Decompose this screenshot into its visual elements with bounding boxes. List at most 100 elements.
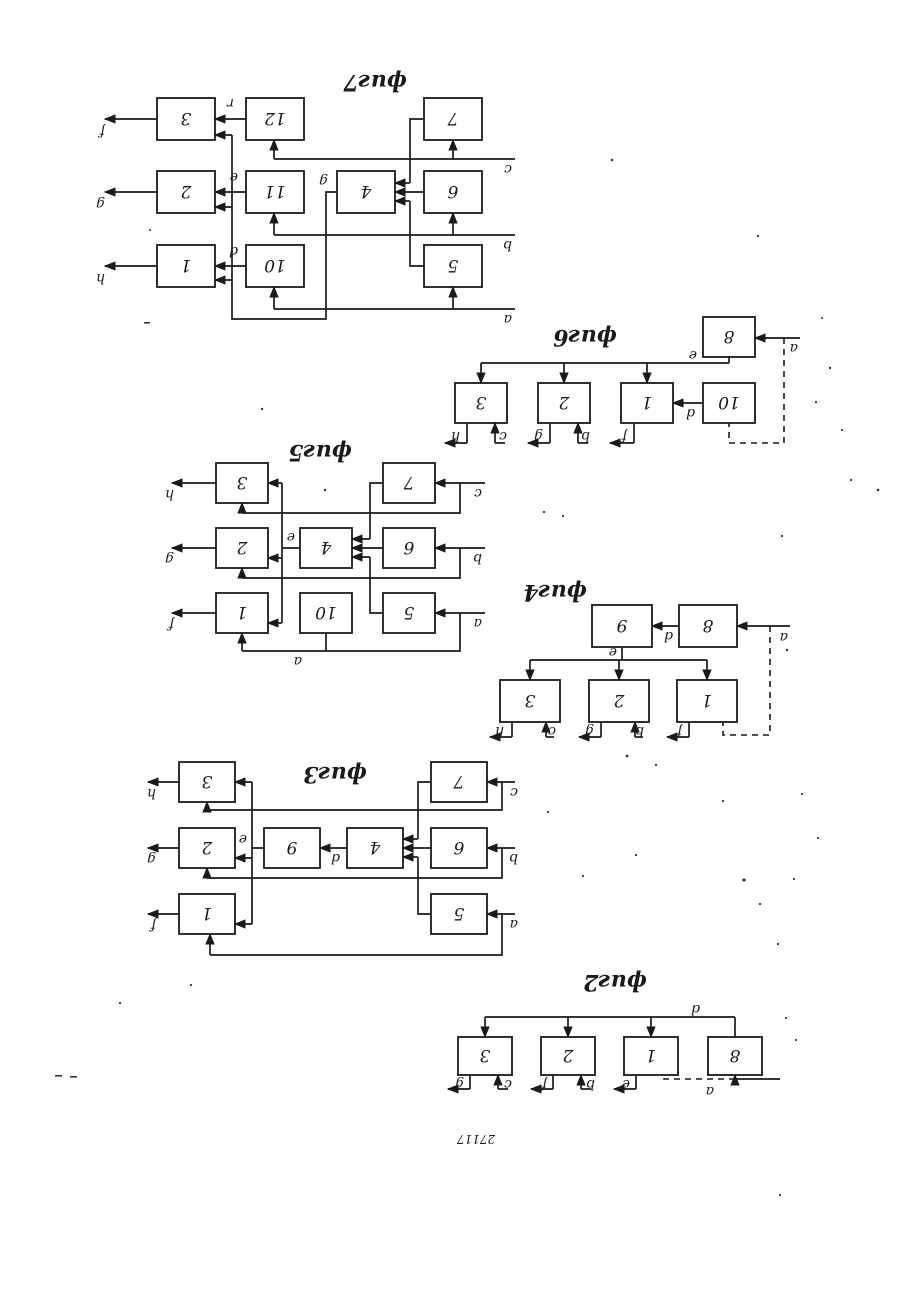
fig7-label-g-in: g [319,173,328,189]
fig6-label-h: h [451,428,460,444]
fig4-label-d: d [664,628,673,644]
fig6-block-10-label: 10 [718,392,740,412]
figure-3: фиг3 3 7 2 9 4 6 1 5 h g f [147,761,518,955]
fig2-title: фиг2 [583,969,647,995]
fig6-block-2-label: 2 [559,392,571,412]
fig3-block-9-label: 9 [286,837,297,857]
fig4-block-2-label: 2 [614,690,626,710]
fig3-label-f: f [148,917,157,933]
fig5-label-f: f [166,616,175,632]
fig7-label-c: c [504,161,512,177]
fig7-block-7-label: 7 [447,108,458,128]
fig7-block-4-label: 4 [361,181,373,201]
figure-6: фиг6 8 3 2 1 10 a e d [445,317,800,444]
fig4-title: фиг4 [523,579,587,605]
fig5-block-2-label: 2 [237,537,249,557]
fig5-label-a: a [474,615,482,631]
fig7-block-5-label: 5 [448,255,459,275]
fig3-label-a: a [510,916,518,932]
fig3-block-3-label: 3 [202,771,213,791]
fig7-label-h: h [96,270,105,286]
fig7-label-g-out: g [96,196,105,212]
fig4-label-h: h [495,723,504,739]
fig2-block-1-label: 1 [646,1045,657,1065]
fig4-block-3-label: 3 [525,690,536,710]
fig3-block-7-label: 7 [453,771,464,791]
fig5-label-h: h [165,486,174,502]
fig6-label-b: b [581,428,590,444]
fig5-block-5-label: 5 [404,602,415,622]
fig5-label-c: c [474,485,482,501]
fig4-block-8-label: 8 [702,615,713,635]
fig4-label-g: g [585,723,594,739]
fig5-block-1-label: 1 [237,602,248,622]
figure-5: фиг5 3 7 2 4 6 1 10 5 h g f [165,439,485,669]
fig3-block-4-label: 4 [370,837,382,857]
fig7-label-d: d [229,243,238,259]
fig7-title: фиг7 [343,69,407,95]
fig7-block-1-label: 1 [181,255,192,275]
fig6-title: фиг6 [553,324,617,350]
fig5-label-e: e [287,529,295,545]
fig6-label-c: c [499,428,507,444]
fig7-block-6-label: 6 [447,181,458,201]
fig7-label-a: a [504,311,512,327]
fig7-block-12-label: 12 [264,108,286,128]
fig6-label-a: a [790,340,798,356]
fig4-block-9-label: 9 [616,615,627,635]
fig7-block-3-label: 3 [181,108,192,128]
fig3-label-e: e [239,831,247,847]
fig5-label-a-bottom: a [294,653,302,669]
fig3-block-1-label: 1 [202,903,213,923]
fig5-title: фиг5 [288,439,352,465]
fig4-label-e: e [609,644,617,660]
fig3-title: фиг3 [303,761,367,787]
fig6-label-g: g [534,428,543,444]
fig3-block-6-label: 6 [453,837,464,857]
fig6-block-8-label: 8 [723,326,734,346]
fig5-block-7-label: 7 [403,472,414,492]
fig6-label-e: e [689,347,697,363]
fig3-label-h: h [147,785,156,801]
page-number: 27117 [457,1132,497,1146]
fig6-block-3-label: 3 [476,392,487,412]
fig2-label-a: a [706,1083,714,1099]
fig2-block-3-label: 3 [480,1045,491,1065]
fig5-label-b: b [473,550,482,566]
fig5-block-3-label: 3 [237,472,248,492]
fig6-block-1-label: 1 [642,392,653,412]
fig3-label-c: c [510,784,518,800]
fig3-block-2-label: 2 [202,837,214,857]
fig4-label-b: b [635,723,644,739]
fig6-label-d: d [686,405,695,421]
fig3-label-d: d [331,850,340,866]
fig2-label-d: d [691,1001,700,1017]
fig7-block-2-label: 2 [181,181,193,201]
fig3-label-b: b [509,850,518,866]
fig2-block-8-label: 8 [729,1045,740,1065]
fig7-label-b: b [503,237,512,253]
fig3-label-g: g [147,851,156,867]
fig7-block-11-label: 11 [264,181,286,201]
figure-7: фиг7 12 3 7 11 2 4 6 10 1 5 f [96,69,515,327]
fig6-label-f: f [619,428,628,444]
fig3-block-5-label: 5 [454,903,465,923]
fig7-label-r: r [226,95,234,111]
fig4-label-c: c [548,723,556,739]
fig2-block-2-label: 2 [563,1045,575,1065]
fig5-block-10-label: 10 [315,602,337,622]
fig2-label-g: g [455,1076,464,1092]
figure-2: фиг2 3 2 1 8 d a g [448,969,780,1099]
fig7-label-e: e [230,169,238,185]
fig5-label-g: g [165,551,174,567]
fig2-label-b: b [586,1076,595,1092]
fig2-label-e: e [622,1076,630,1092]
fig5-block-4-label: 4 [321,537,333,557]
fig4-label-a: a [780,629,788,645]
fig7-label-f: f [97,123,106,139]
figure-4: фиг4 9 8 3 2 1 a d e [490,579,790,739]
fig7-block-10-label: 10 [264,255,286,275]
fig4-block-1-label: 1 [702,690,713,710]
fig5-block-6-label: 6 [403,537,414,557]
